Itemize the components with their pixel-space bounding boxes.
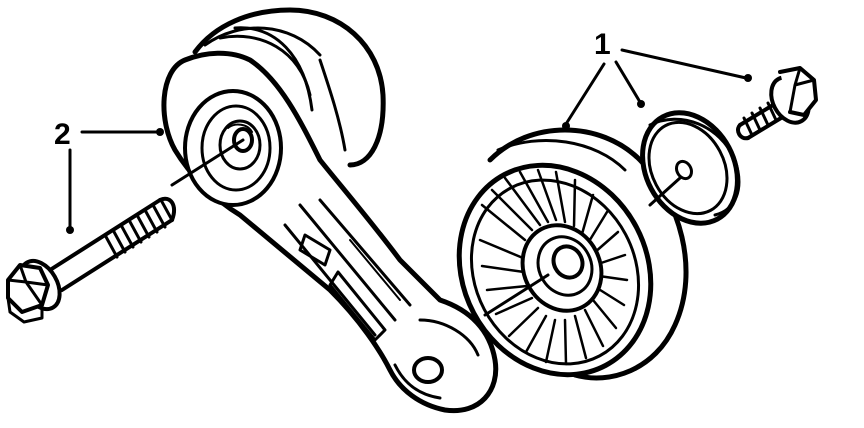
callout-2-dot-bolt xyxy=(66,226,74,234)
callout-2-dot-arm xyxy=(156,128,164,136)
callout-number-2: 2 xyxy=(54,118,71,151)
callout-1-dot-pulley xyxy=(562,122,570,130)
tensioner-bolt xyxy=(6,138,245,324)
callout-number-1: 1 xyxy=(594,28,611,61)
pulley-dust-cap xyxy=(640,110,741,226)
pulley-bolt xyxy=(736,66,818,141)
tensioner-arm xyxy=(161,7,499,414)
callout-1-dot-bolt xyxy=(744,74,752,82)
callout-1-dot-cap xyxy=(637,100,645,108)
callout-1-leaders xyxy=(564,48,748,126)
callout-2-leaders xyxy=(68,130,160,230)
idler-pulley xyxy=(456,127,689,381)
